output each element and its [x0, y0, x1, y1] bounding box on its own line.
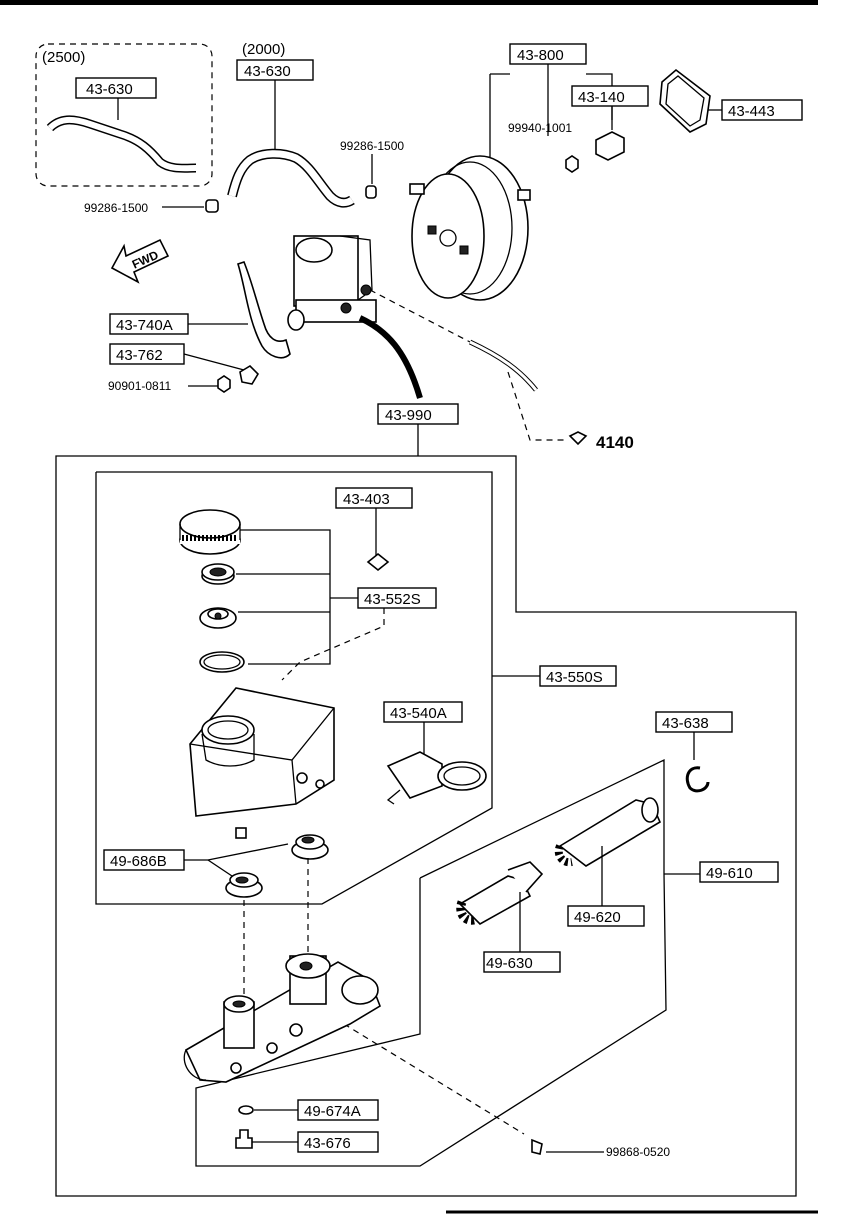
- reference-4140: 4140: [596, 433, 634, 452]
- fastener-90901-0811: 90901-0811: [108, 379, 171, 393]
- fastener-99286-1500-b: 99286-1500: [340, 139, 404, 153]
- hose-clamp-left: [205, 199, 219, 213]
- reservoir-tank: [189, 687, 335, 839]
- part-43-630-b: 43-630: [244, 63, 291, 80]
- label-box-49-630: [483, 951, 561, 973]
- label-plate-43-403: [366, 552, 390, 572]
- label-box-43-140: [571, 85, 649, 107]
- master-cylinder-body: [183, 953, 381, 1083]
- part-43-552s: 43-552S: [364, 591, 421, 608]
- label-box-43-630-a: [75, 77, 157, 99]
- part-49-620: 49-620: [574, 909, 621, 926]
- reservoir-seal: [201, 563, 235, 585]
- part-43-638: 43-638: [662, 715, 709, 732]
- label-box-49-620: [567, 905, 645, 927]
- label-box-43-403: [335, 487, 413, 509]
- part-43-676: 43-676: [304, 1135, 351, 1152]
- master-cylinder-assembly-top: [287, 235, 377, 331]
- clip-43-762: [239, 364, 260, 385]
- forward-arrow-icon: FWD: [110, 238, 170, 284]
- part-43-443: 43-443: [728, 103, 775, 120]
- fastener-99286-1500-a: 99286-1500: [84, 201, 148, 215]
- vacuum-hose-2500: [46, 115, 197, 173]
- o-ring-49-674a: [238, 1105, 254, 1115]
- grommet-a: [291, 834, 329, 860]
- screw-99868: [531, 1138, 543, 1155]
- variant-2500-label: (2500): [42, 49, 85, 66]
- part-43-740a: 43-740A: [116, 317, 173, 334]
- label-box-43-676: [297, 1131, 379, 1153]
- fastener-99940-1001: 99940-1001: [508, 121, 572, 135]
- assembly-frame-outer: [55, 424, 797, 1197]
- part-43-762: 43-762: [116, 347, 163, 364]
- part-43-630-a: 43-630: [86, 81, 133, 98]
- vacuum-line: [468, 339, 538, 392]
- variant-2000-label: (2000): [242, 41, 285, 58]
- label-box-43-550s: [539, 665, 617, 687]
- label-box-49-674a: [297, 1099, 379, 1121]
- fluid-level-switch: [386, 751, 487, 805]
- part-49-630: 49-630: [486, 955, 533, 972]
- reservoir-cap: [179, 509, 241, 555]
- primary-piston: [554, 797, 662, 867]
- booster-gasket: [659, 68, 711, 133]
- part-49-674a: 49-674A: [304, 1103, 361, 1120]
- reference-arrow-icon: [568, 431, 588, 446]
- label-box-49-610: [699, 861, 779, 883]
- part-43-550s: 43-550S: [546, 669, 603, 686]
- mounting-bracket-43-740a: [237, 261, 291, 359]
- circlip-43-638: [685, 766, 710, 793]
- brake-booster: [409, 155, 531, 301]
- reservoir-kit-frame: [95, 471, 493, 905]
- part-43-800: 43-800: [517, 47, 564, 64]
- grommet-b: [225, 872, 263, 898]
- label-box-43-540a: [383, 701, 463, 723]
- part-49-610: 49-610: [706, 865, 753, 882]
- nut-90901: [217, 375, 231, 393]
- part-43-140: 43-140: [578, 89, 625, 106]
- part-43-540a: 43-540A: [390, 705, 447, 722]
- bleeder-screw-43-676: [235, 1129, 253, 1149]
- part-49-686b: 49-686B: [110, 853, 167, 870]
- fastener-99868-0520: 99868-0520: [606, 1145, 670, 1159]
- part-43-403: 43-403: [343, 491, 390, 508]
- part-43-990: 43-990: [385, 407, 432, 424]
- label-box-43-552s: [357, 587, 437, 609]
- reservoir-strainer: [199, 607, 237, 629]
- nut-99940: [565, 155, 579, 173]
- top-border: [0, 0, 818, 5]
- piston-kit-frame: [195, 758, 667, 1167]
- clevis-bracket: [595, 131, 625, 161]
- hose-clamp-right: [365, 185, 377, 199]
- secondary-piston: [456, 861, 544, 925]
